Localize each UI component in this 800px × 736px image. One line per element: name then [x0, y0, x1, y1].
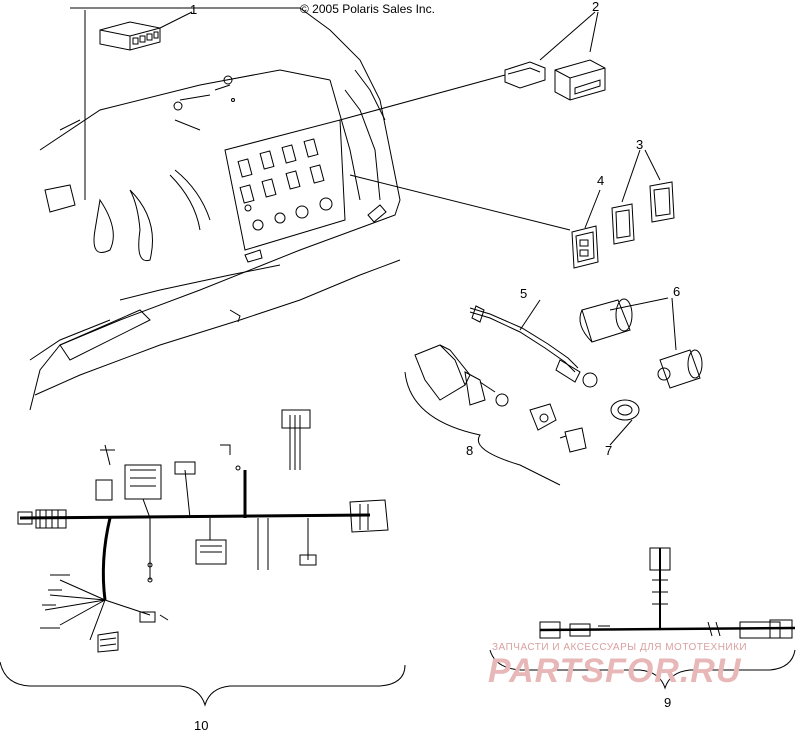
part-5-cable — [469, 299, 598, 388]
part-3-4-switch-plates — [349, 149, 675, 269]
callout-3: 3 — [636, 137, 644, 152]
part-1-connector — [84, 10, 193, 200]
copyright-notice: © 2005 Polaris Sales Inc. — [300, 2, 435, 16]
part-9-harness — [489, 547, 796, 690]
callout-10: 10 — [194, 718, 209, 733]
callout-7: 7 — [605, 443, 613, 458]
callout-1: 1 — [190, 2, 198, 17]
part-10-main-harness — [0, 409, 406, 707]
dashboard-panel — [29, 7, 401, 411]
part-8-ignition-switch — [404, 344, 587, 486]
callout-2: 2 — [592, 0, 600, 14]
callout-4: 4 — [597, 173, 605, 188]
part-6-plug — [579, 297, 703, 389]
callout-5: 5 — [520, 286, 528, 301]
part-7-grommet — [609, 399, 640, 446]
callout-8: 8 — [466, 443, 474, 458]
watermark-logo: PARTSFOR.RU — [488, 652, 742, 690]
part-2-switches — [339, 11, 606, 121]
watermark-tagline: ЗАПЧАСТИ И АКСЕССУАРЫ ДЛЯ МОТОТЕХНИКИ — [492, 642, 748, 653]
callout-9: 9 — [664, 695, 672, 710]
callout-6: 6 — [673, 284, 681, 299]
switch-panel — [224, 119, 346, 251]
